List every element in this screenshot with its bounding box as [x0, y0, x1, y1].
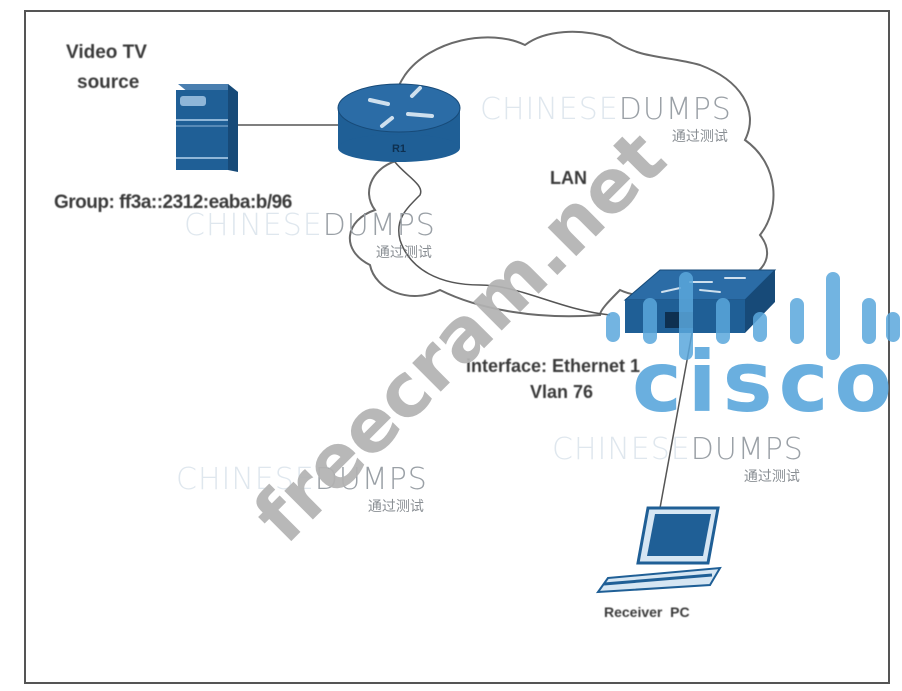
source-label-line2: source	[77, 72, 140, 93]
source-label-line1: Video TV	[66, 42, 147, 63]
receiver-label: Receiver PC	[604, 604, 690, 620]
link-switch-receiver	[659, 332, 693, 509]
wm-text: DUMPS	[690, 432, 804, 467]
wm-subtext: 通过测试	[375, 244, 432, 260]
wm-subtext: 通过测试	[743, 468, 800, 484]
wm-text: CHINESE	[176, 462, 315, 497]
switch-vlan-label: Vlan 76	[530, 382, 594, 402]
multicast-group-label: Group: ff3a::2312:eaba:b/96	[54, 192, 292, 213]
chinesedumps-watermark-4: CHINESEDUMPS 通过测试	[176, 462, 428, 514]
router-icon: R1	[337, 83, 461, 162]
router-label: R1	[392, 143, 406, 155]
wm-subtext: 通过测试	[671, 128, 728, 144]
chinesedumps-watermark-2: CHINESEDUMPS 通过测试	[184, 208, 436, 260]
chinesedumps-watermark-3: CHINESEDUMPS 通过测试	[552, 432, 804, 484]
wm-text: DUMPS	[314, 462, 428, 497]
wm-subtext: 通过测试	[367, 498, 424, 514]
wm-text: CHINESE	[552, 432, 691, 467]
laptop-icon	[595, 506, 722, 594]
cisco-wordmark-watermark: cisco	[632, 333, 899, 431]
link-router-switch	[394, 161, 611, 316]
cisco-logo-watermark	[606, 272, 900, 360]
wm-text: DUMPS	[618, 92, 732, 127]
switch-interface-label: interface: Ethernet 1	[466, 356, 641, 376]
wm-text: DUMPS	[322, 208, 436, 243]
lan-label: LAN	[550, 168, 587, 188]
wm-text: CHINESE	[184, 208, 323, 243]
server-icon	[176, 84, 238, 172]
chinesedumps-watermark-1: CHINESEDUMPS 通过测试	[480, 92, 732, 144]
wm-text: CHINESE	[480, 92, 619, 127]
